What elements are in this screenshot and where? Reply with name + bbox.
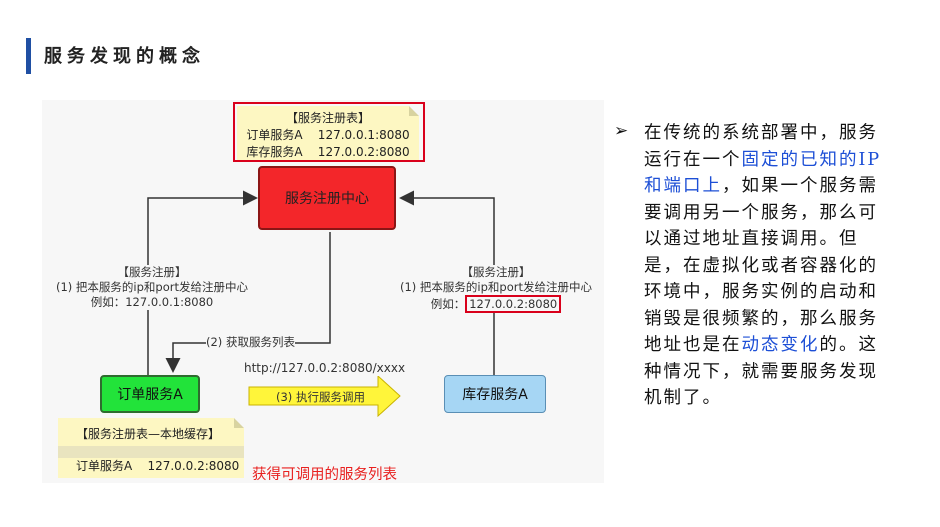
registry-center-label: 服务注册中心: [285, 191, 369, 207]
stock-service-label: 库存服务A: [462, 387, 528, 403]
order-service-label: 订单服务A: [117, 387, 183, 403]
description-highlight-dynamic: 动态变化: [741, 335, 820, 355]
exec-call-label: (3) 执行服务调用: [276, 390, 365, 404]
description-text: 在传统的系统部署中，服务运行在一个固定的已知的IP和端口上，如果一个服务需要调用…: [644, 120, 894, 412]
register-arrow-left: [147, 190, 258, 375]
call-url-label: http://127.0.0.2:8080/xxxx: [244, 361, 406, 376]
call-arrow: [248, 374, 401, 418]
description-part2: ，如果一个服务需要调用另一个服务，那么可以通过地址直接调用。但是，在虚拟化或者容…: [644, 176, 878, 355]
order-service-node: 订单服务A: [100, 375, 200, 413]
local-cache-note: 【服务注册表—本地缓存】 订单服务A 127.0.0.2:8080: [58, 418, 244, 478]
cache-note-row: 订单服务A 127.0.0.2:8080: [76, 459, 240, 473]
fetch-list-label: (2) 获取服务列表: [206, 335, 295, 350]
register-label-left-line1: (1) 把本服务的ip和port发给注册中心: [55, 280, 248, 294]
registry-table-note: 【服务注册表】 订单服务A 127.0.0.1:8080 库存服务A 127.0…: [237, 106, 419, 162]
bullet-arrow-icon: ➢: [614, 121, 629, 141]
registry-note-title: 【服务注册表】: [285, 111, 370, 125]
register-label-right-line2: 例如：127.0.0.2:8080: [390, 295, 602, 313]
register-label-left: 【服务注册】 (1) 把本服务的ip和port发给注册中心 例如：127.0.0…: [46, 265, 258, 310]
register-arrow-right: [399, 190, 495, 375]
description-highlight-fixed-ip: 固定的已知的IP和端口上: [644, 149, 882, 197]
description-part3: 的。这种情况下，就需要服务发现机制了。: [644, 335, 878, 408]
register-label-right: 【服务注册】 (1) 把本服务的ip和port发给注册中心 例如：127.0.0…: [390, 265, 602, 313]
register-label-right-prefix: 例如：: [430, 297, 466, 311]
stock-service-node: 库存服务A: [444, 375, 546, 413]
register-label-right-line1: (1) 把本服务的ip和port发给注册中心: [399, 280, 592, 294]
page-title: 服务发现的概念: [44, 46, 205, 67]
available-list-caption: 获得可调用的服务列表: [252, 467, 397, 483]
registry-center-node: 服务注册中心: [258, 166, 396, 230]
title-accent-bar: [26, 38, 31, 74]
registry-note-row: 订单服务A 127.0.0.1:8080: [246, 128, 410, 142]
register-label-left-title: 【服务注册】: [117, 265, 187, 279]
registry-highlight-box: [233, 102, 425, 162]
register-label-right-value: 127.0.0.2:8080: [465, 295, 562, 313]
description-part1: 在传统的系统部署中，服务运行在一个: [644, 123, 878, 170]
registry-note-row: 库存服务A 127.0.0.2:8080: [246, 145, 410, 159]
register-label-right-title: 【服务注册】: [461, 265, 531, 279]
cache-note-title: 【服务注册表—本地缓存】: [76, 427, 221, 441]
cache-note-divider: [58, 446, 244, 458]
register-label-left-line2: 例如：127.0.0.1:8080: [90, 295, 214, 309]
